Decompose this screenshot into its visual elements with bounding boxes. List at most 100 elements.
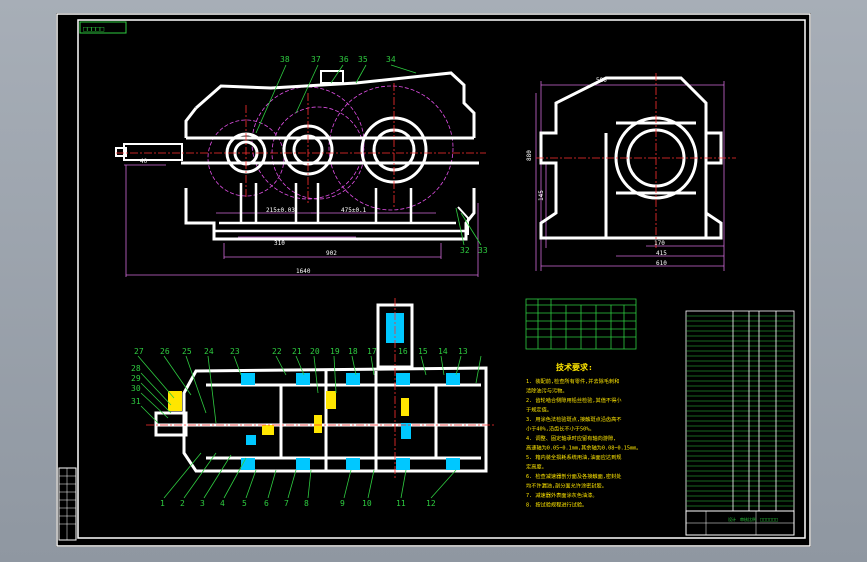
inner-border — [77, 19, 806, 539]
callout-2: 2 — [180, 499, 185, 508]
callout-37: 37 — [311, 55, 321, 64]
border-tag-box — [79, 21, 127, 34]
tech-req-line: 小于40%,沿齿长不小于50%。 — [526, 425, 595, 433]
tech-req-line: 定高度。 — [526, 463, 547, 471]
callout-20: 20 — [310, 347, 320, 356]
callout-18: 18 — [348, 347, 358, 356]
callout-16: 16 — [398, 347, 408, 356]
tech-req-title: 技术要求: — [556, 362, 593, 372]
callout-35: 35 — [358, 55, 368, 64]
callout-32: 32 — [460, 246, 470, 255]
callout-12: 12 — [426, 499, 436, 508]
callout-29: 29 — [131, 374, 141, 383]
callout-38: 38 — [280, 55, 290, 64]
center-lines — [116, 83, 486, 208]
title-label-design: 设计 — [728, 516, 736, 522]
title-label-check: 审核 — [740, 516, 748, 522]
inspection-cover — [320, 70, 344, 84]
side-height-inner: 145 — [538, 190, 545, 201]
callout-9: 9 — [340, 499, 345, 508]
callout-17: 17 — [367, 347, 377, 356]
drawing-sheet[interactable]: □□□□□ — [56, 13, 811, 547]
outer-border — [56, 13, 811, 547]
side-width: 580 — [596, 77, 607, 84]
gear-spec-table — [525, 298, 637, 350]
overall-length: 1640 — [296, 268, 311, 275]
plan-view[interactable] — [137, 298, 496, 499]
center-distance-1: 215±0.03 — [266, 207, 295, 214]
tech-req-line: 高速轴为0.05~0.1mm,其余轴为0.08~0.15mm。 — [526, 444, 641, 452]
callout-27: 27 — [134, 347, 144, 356]
title-block: 设计 审核 比例 □□□□□□ — [685, 510, 795, 536]
side-height: 880 — [526, 150, 533, 161]
callout-23: 23 — [230, 347, 240, 356]
callout-25: 25 — [182, 347, 192, 356]
callout-22: 22 — [272, 347, 282, 356]
callout-5: 5 — [242, 499, 247, 508]
callout-31: 31 — [131, 397, 141, 406]
callout-33: 33 — [478, 246, 488, 255]
callout-15: 15 — [418, 347, 428, 356]
drawing-canvas: □□□□□ — [56, 13, 811, 547]
bearing-blocks — [241, 373, 460, 470]
tech-req-line: 1. 装配前,检查所有零件,并去除毛刺和 — [526, 377, 619, 385]
center-distance-2: 475±0.1 — [341, 207, 367, 214]
callout-4: 4 — [220, 499, 225, 508]
title-label-scale: 比例 — [748, 516, 756, 522]
drain-plug — [457, 206, 469, 235]
callout-24: 24 — [204, 347, 214, 356]
side-base-2: 415 — [656, 250, 667, 257]
callout-26: 26 — [160, 347, 170, 356]
callout-1: 1 — [160, 499, 165, 508]
gear-blocks — [168, 391, 409, 435]
parts-list — [685, 310, 795, 512]
bearing-bores — [225, 116, 428, 184]
callout-14: 14 — [438, 347, 448, 356]
callout-11: 11 — [396, 499, 406, 508]
callout-30: 30 — [131, 384, 141, 393]
elevation-leaders — [255, 64, 482, 246]
revision-strip — [58, 467, 77, 541]
callout-13: 13 — [458, 347, 468, 356]
tech-req-line: 8. 按试验规程进行试验。 — [526, 501, 587, 509]
elevation-view[interactable]: 38 37 36 35 34 32 33 215±0.03 475±0.1 31… — [115, 55, 488, 277]
callout-21: 21 — [292, 347, 302, 356]
tech-req-line: 均不许漏油,剖分面允许涂密封胶。 — [526, 482, 607, 490]
side-center-lines — [536, 73, 736, 248]
title-drawing-name: □□□□□□ — [760, 517, 778, 523]
callout-8: 8 — [304, 499, 309, 508]
base-dim-1: 310 — [274, 240, 285, 247]
border-tag: □□□□□ — [83, 25, 104, 33]
plan-center-lines — [146, 298, 496, 478]
tech-req-line: 3. 用涂色法检验斑点,接触斑点沿齿高不 — [526, 415, 622, 423]
side-base-3: 610 — [656, 260, 667, 267]
tech-req-line: 2. 齿轮啮合侧隙用铅丝检验,其值不得小 — [526, 396, 622, 404]
callout-28: 28 — [131, 364, 141, 373]
side-dim-lines — [535, 81, 725, 271]
tech-req-line: 6. 检查减速器剖分面及各接触面,密封处 — [526, 472, 622, 480]
callout-7: 7 — [284, 499, 289, 508]
side-base-1: 170 — [654, 240, 665, 247]
callout-10: 10 — [362, 499, 372, 508]
tech-req-line: 4. 调整、固定轴承时应留有轴向游隙, — [526, 434, 616, 442]
input-shaft-end — [115, 143, 183, 161]
plan-leaders — [137, 355, 482, 499]
side-view[interactable]: 580 880 145 170 415 610 — [526, 73, 736, 271]
tech-req-line: 于规定值。 — [526, 406, 552, 414]
callout-36: 36 — [339, 55, 349, 64]
callout-3: 3 — [200, 499, 205, 508]
housing-ribs — [214, 183, 466, 233]
shaft-dim: 40 — [140, 158, 148, 165]
elevation-dim-lines — [124, 164, 479, 277]
base-dim-2: 902 — [326, 250, 337, 257]
tech-req-line: 清除油污与污物。 — [526, 387, 568, 395]
tech-req-line: 5. 箱内装全损耗系统用油,油面应达到规 — [526, 453, 622, 461]
callout-34: 34 — [386, 55, 396, 64]
tech-req-line: 7. 减速器外表面涂灰色油漆。 — [526, 491, 598, 499]
callout-6: 6 — [264, 499, 269, 508]
callout-19: 19 — [330, 347, 340, 356]
